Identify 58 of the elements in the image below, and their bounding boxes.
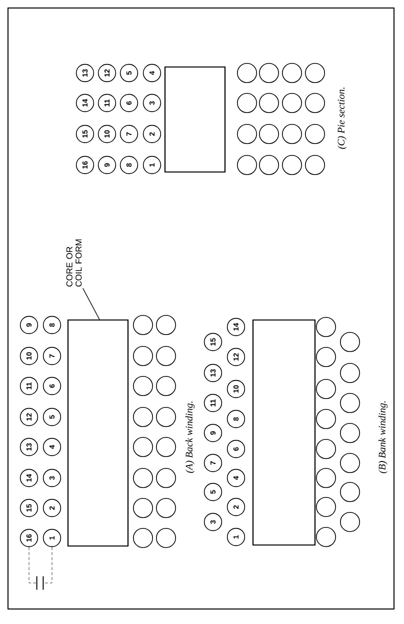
empty-circle [133, 315, 153, 335]
empty-circle [316, 497, 336, 517]
empty-circle [305, 124, 325, 144]
empty-circle [282, 63, 302, 83]
core-rectangle [252, 319, 316, 546]
empty-circle [156, 498, 176, 518]
figure-caption: (B) Bank winding. [378, 401, 388, 474]
empty-circle [340, 363, 360, 383]
empty-circle [316, 379, 336, 399]
empty-circle [156, 376, 176, 396]
empty-circle [156, 346, 176, 366]
empty-circle [282, 93, 302, 113]
empty-circle [156, 468, 176, 488]
empty-circle [133, 407, 153, 427]
empty-circle [133, 498, 153, 518]
empty-circle [316, 468, 336, 488]
empty-circle [237, 93, 257, 113]
empty-circle [316, 439, 336, 459]
empty-circle [259, 155, 279, 175]
capacitor-symbol [36, 576, 44, 590]
empty-circle [340, 453, 360, 473]
callout-text: CORE OR COIL FORM [66, 239, 82, 287]
empty-circle [340, 423, 360, 443]
empty-circle [156, 528, 176, 548]
core-rectangle [164, 66, 226, 173]
empty-circle [156, 315, 176, 335]
empty-circle [316, 527, 336, 547]
empty-circle [237, 155, 257, 175]
empty-circle [156, 407, 176, 427]
empty-circle [340, 482, 360, 502]
empty-circle [156, 437, 176, 457]
empty-circle [340, 512, 360, 532]
empty-circle [340, 332, 360, 352]
figure-caption: (A) Back winding. [185, 402, 195, 473]
empty-circle [259, 124, 279, 144]
empty-circle [259, 93, 279, 113]
empty-circle [316, 317, 336, 337]
empty-circle [305, 63, 325, 83]
empty-circle [316, 409, 336, 429]
empty-circle [133, 346, 153, 366]
empty-circle [133, 437, 153, 457]
empty-circle [305, 155, 325, 175]
empty-circle [133, 468, 153, 488]
empty-circle [305, 93, 325, 113]
dashed-wire [28, 546, 37, 584]
empty-circle [282, 124, 302, 144]
empty-circle [133, 376, 153, 396]
figure-caption: (C) Pie section. [337, 88, 347, 149]
empty-circle [259, 63, 279, 83]
empty-circle [237, 124, 257, 144]
empty-circle [282, 155, 302, 175]
leader-line [82, 288, 100, 320]
empty-circle [316, 347, 336, 367]
empty-circle [237, 63, 257, 83]
core-rectangle [67, 319, 129, 547]
empty-circle [340, 393, 360, 413]
dashed-wire [43, 546, 52, 584]
empty-circle [133, 528, 153, 548]
